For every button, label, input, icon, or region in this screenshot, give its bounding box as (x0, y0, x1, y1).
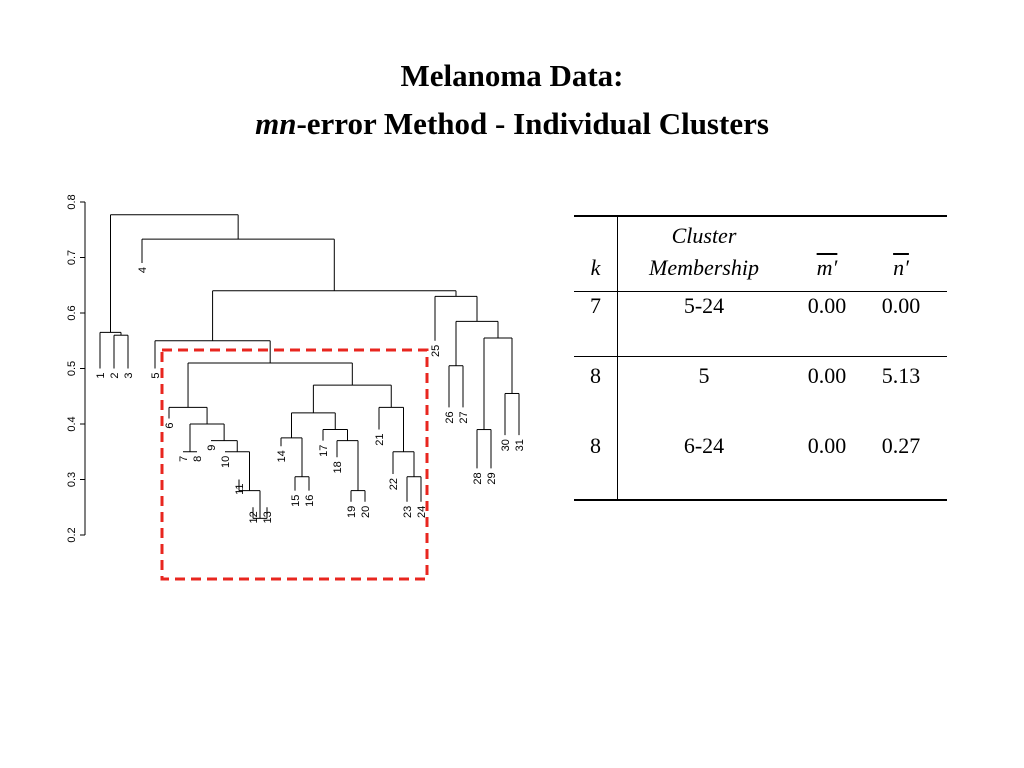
header-m-text: m′ (816, 255, 838, 280)
y-axis-tick-label: 0.7 (66, 250, 78, 265)
leaf-label: 25 (430, 345, 442, 357)
y-axis-tick-label: 0.4 (66, 416, 78, 431)
header-k: k (590, 255, 601, 280)
row3-k: 8 (590, 433, 601, 458)
leaf-label: 16 (304, 495, 316, 507)
header-membership-line1: Cluster (671, 223, 737, 248)
leaf-label: 3 (123, 373, 135, 379)
leaf-label: 27 (458, 411, 470, 423)
slide-title-line2: mn-error Method - Individual Clusters (0, 106, 1024, 142)
leaf-label: 21 (374, 434, 386, 446)
leaf-label: 13 (262, 511, 274, 523)
leaf-label: 9 (206, 445, 218, 451)
row3-membership: 6-24 (683, 433, 725, 458)
table-top-rule (574, 215, 947, 217)
leaf-label: 8 (192, 456, 204, 462)
leaf-label: 12 (248, 511, 260, 523)
row2-k: 8 (590, 363, 601, 388)
leaf-label: 11 (234, 484, 246, 495)
leaf-label: 5 (150, 373, 162, 379)
leaf-label: 30 (500, 439, 512, 451)
header-n-text: n′ (893, 255, 909, 280)
header-m-prime: m′ (796, 255, 858, 281)
leaf-label: 10 (220, 456, 232, 468)
leaf-label: 4 (137, 267, 149, 273)
title-rest: -error Method - Individual Clusters (296, 106, 769, 141)
cluster-table: k Cluster Membership m′ n′ 7 5-24 0.00 0… (574, 215, 947, 501)
leaf-label: 29 (486, 472, 498, 484)
table-header-rule (574, 291, 947, 292)
row3-n: 0.27 (881, 433, 921, 458)
leaf-label: 7 (178, 456, 190, 462)
slide-title-line1: Melanoma Data: (400, 58, 624, 93)
row2-m: 0.00 (807, 363, 847, 388)
row2-membership: 5 (698, 363, 710, 388)
leaf-label: 1 (95, 373, 107, 379)
leaf-label: 22 (388, 478, 400, 490)
leaf-label: 2 (109, 373, 121, 379)
leaf-label: 17 (318, 445, 330, 457)
header-membership-line2: Membership (649, 255, 759, 280)
leaf-label: 23 (402, 506, 414, 518)
row1-membership: 5-24 (683, 293, 725, 318)
cluster-highlight-box (160, 348, 429, 581)
y-axis-tick-label: 0.8 (66, 194, 78, 209)
leaf-label: 31 (514, 439, 526, 451)
y-axis-tick-label: 0.6 (66, 305, 78, 320)
leaf-label: 18 (332, 461, 344, 473)
header-n-prime: n′ (870, 255, 932, 281)
row1-n: 0.00 (881, 293, 921, 318)
y-axis-tick-label: 0.3 (66, 472, 78, 487)
leaf-label: 20 (360, 506, 372, 518)
leaf-label: 14 (276, 450, 288, 462)
leaf-label: 6 (164, 422, 176, 428)
table-column-divider (617, 215, 618, 501)
table-row-rule (574, 356, 947, 357)
row2-n: 5.13 (881, 363, 921, 388)
leaf-label: 26 (444, 411, 456, 423)
table-bottom-rule (574, 499, 947, 501)
y-axis-tick-label: 0.5 (66, 361, 78, 376)
row3-m: 0.00 (807, 433, 847, 458)
leaf-label: 28 (472, 472, 484, 484)
y-axis-tick-label: 0.2 (66, 527, 78, 542)
row1-m: 0.00 (807, 293, 847, 318)
row1-k: 7 (590, 293, 601, 318)
leaf-label: 24 (416, 506, 428, 518)
leaf-label: 15 (290, 495, 302, 507)
title-italic-mn: mn (255, 106, 297, 141)
leaf-label: 19 (346, 506, 358, 518)
